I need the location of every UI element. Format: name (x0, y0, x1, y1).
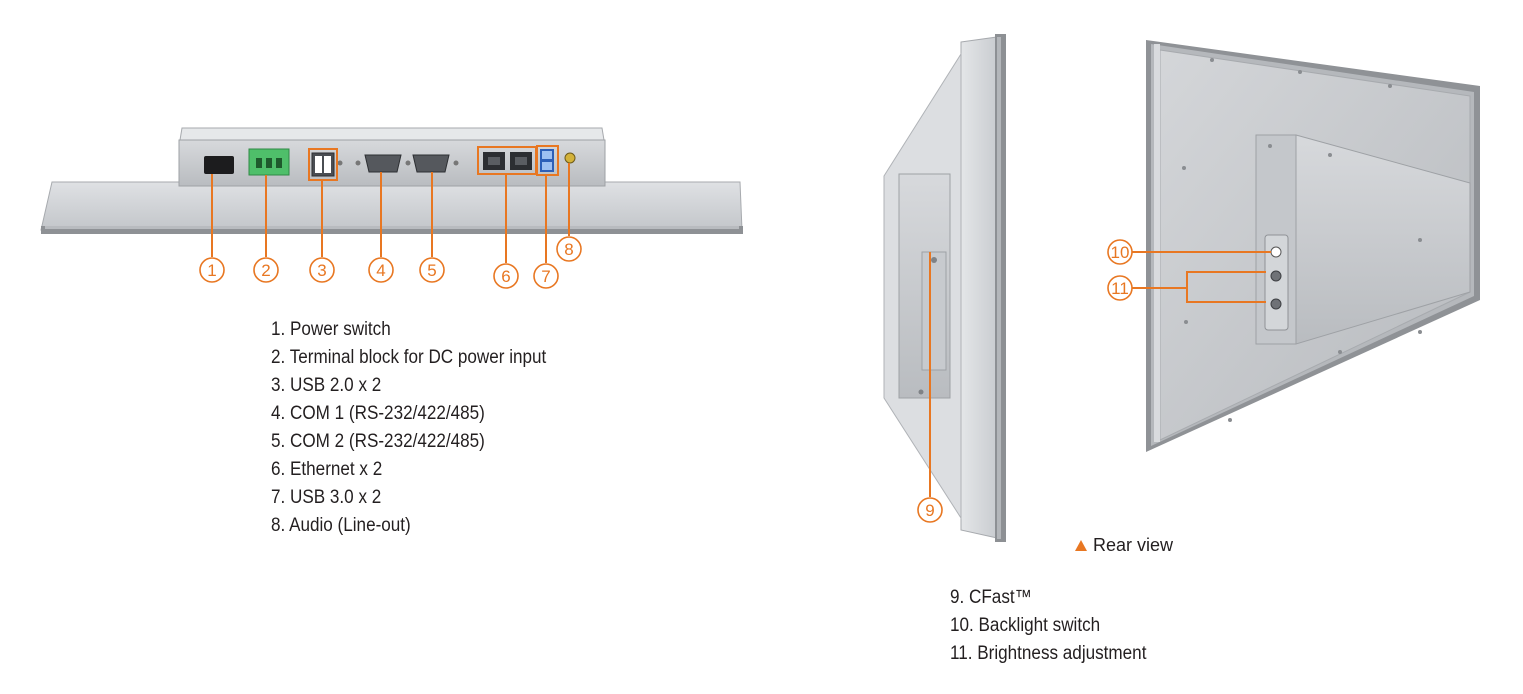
list-item: 4. COM 1 (RS-232/422/485) (271, 403, 485, 424)
com2-port (412, 154, 450, 173)
io-port-list: 1. Power switch 2. Terminal block for DC… (271, 316, 546, 540)
callout-number: 8 (564, 240, 573, 259)
side-view: 9 (883, 34, 1006, 542)
backlight-switch (1270, 246, 1282, 258)
side-feature-list: 9. CFast™ 10. Backlight switch 11. Brigh… (950, 584, 1146, 668)
com1-port (364, 154, 402, 173)
bottom-view: 1 2 3 4 5 6 7 8 (40, 127, 743, 289)
callout-number: 3 (317, 261, 326, 280)
callout-marker (368, 257, 394, 283)
list-item: 8. Audio (Line-out) (271, 515, 411, 536)
list-item: 6. Ethernet x 2 (271, 459, 383, 480)
callout-number: 10 (1111, 243, 1130, 262)
triangle-icon (1075, 540, 1087, 551)
callout-marker (917, 497, 943, 523)
callout-marker (253, 257, 279, 283)
list-item: 9. CFast™ (950, 587, 1032, 608)
callout-marker (309, 257, 335, 283)
list-item: 2. Terminal block for DC power input (271, 347, 547, 368)
brightness-knob-down (1270, 298, 1282, 310)
list-item: 10. Backlight switch (950, 615, 1101, 636)
audio-lineout-port (564, 152, 576, 164)
callout-number: 7 (541, 267, 550, 286)
callout-number: 2 (261, 261, 270, 280)
rear-control-panel (1264, 234, 1289, 331)
callout-marker (493, 263, 519, 289)
rear-view-caption: Rear view (1075, 535, 1173, 556)
power-switch-port (204, 156, 234, 174)
callout-number: 11 (1111, 279, 1129, 298)
list-item: 1. Power switch (271, 319, 391, 340)
brightness-knob-up (1270, 270, 1282, 282)
callout-number: 5 (427, 261, 436, 280)
callout-number: 4 (376, 261, 385, 280)
list-item: 5. COM 2 (RS-232/422/485) (271, 431, 485, 452)
callout-number: 6 (501, 267, 510, 286)
callout-marker (419, 257, 445, 283)
rear-view: 10 11 (1107, 40, 1480, 452)
caption-text: Rear view (1093, 535, 1174, 555)
list-item: 3. USB 2.0 x 2 (271, 375, 382, 396)
list-item: 11. Brightness adjustment (950, 643, 1147, 664)
callout-marker (1107, 275, 1133, 301)
list-item: 7. USB 3.0 x 2 (271, 487, 382, 508)
callout-number: 9 (925, 501, 934, 520)
callout-marker (556, 236, 582, 262)
callout-marker (533, 263, 559, 289)
callout-number: 1 (207, 261, 216, 280)
callout-marker (199, 257, 225, 283)
callout-marker (1107, 239, 1133, 265)
